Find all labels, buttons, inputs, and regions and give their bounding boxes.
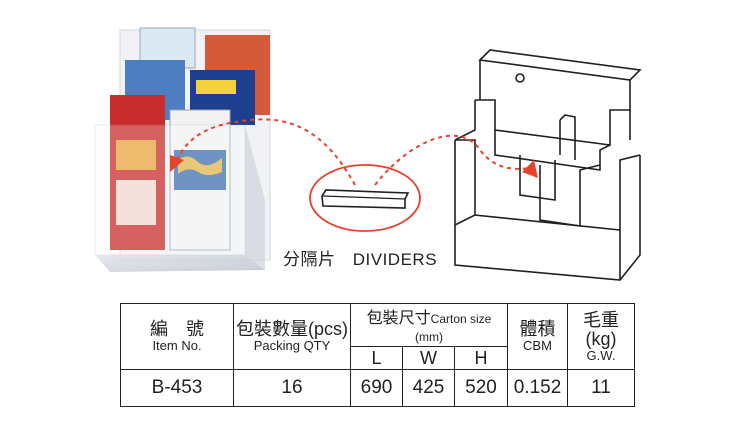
l-cell: 690: [350, 369, 403, 407]
arrow-head-right: [522, 160, 538, 178]
divider-highlight-ellipse: [309, 164, 421, 232]
h-header: H: [454, 346, 508, 370]
w-header: W: [402, 346, 455, 370]
h-cell: 520: [454, 369, 508, 407]
caption-en: DIVIDERS: [352, 250, 438, 269]
header-row: 編 號 Item No. 包裝數量(pcs) Packing QTY 包裝尺寸C…: [120, 303, 635, 370]
cbm-header: 體積 CBM: [507, 303, 568, 370]
item-no-header: 編 號 Item No.: [120, 303, 234, 370]
carton-size-header: 包裝尺寸Carton size (mm): [350, 303, 508, 347]
l-header: L: [350, 346, 403, 370]
dividers-caption: 分隔片 DIVIDERS: [283, 245, 437, 270]
holder-diagram: [170, 49, 642, 281]
arrow-head-left: [170, 155, 184, 172]
qty-cell: 16: [233, 369, 351, 407]
table-row: B-453 16 690 425 520 0.152 11: [120, 369, 635, 407]
cbm-cell: 0.152: [507, 369, 568, 407]
w-cell: 425: [402, 369, 455, 407]
caption-cn: 分隔片: [283, 250, 336, 269]
arrow-lines: [177, 118, 531, 186]
product-photo: [94, 27, 271, 272]
spec-table: 編 號 Item No. 包裝數量(pcs) Packing QTY 包裝尺寸C…: [120, 303, 635, 407]
item-no-cell: B-453: [120, 369, 234, 407]
holder-outline: [454, 49, 642, 281]
packing-qty-header: 包裝數量(pcs) Packing QTY: [233, 303, 351, 370]
subheader-row: L W H: [121, 346, 635, 370]
gw-header: 毛重(kg) G.W.: [567, 303, 635, 370]
gw-cell: 11: [567, 369, 635, 407]
